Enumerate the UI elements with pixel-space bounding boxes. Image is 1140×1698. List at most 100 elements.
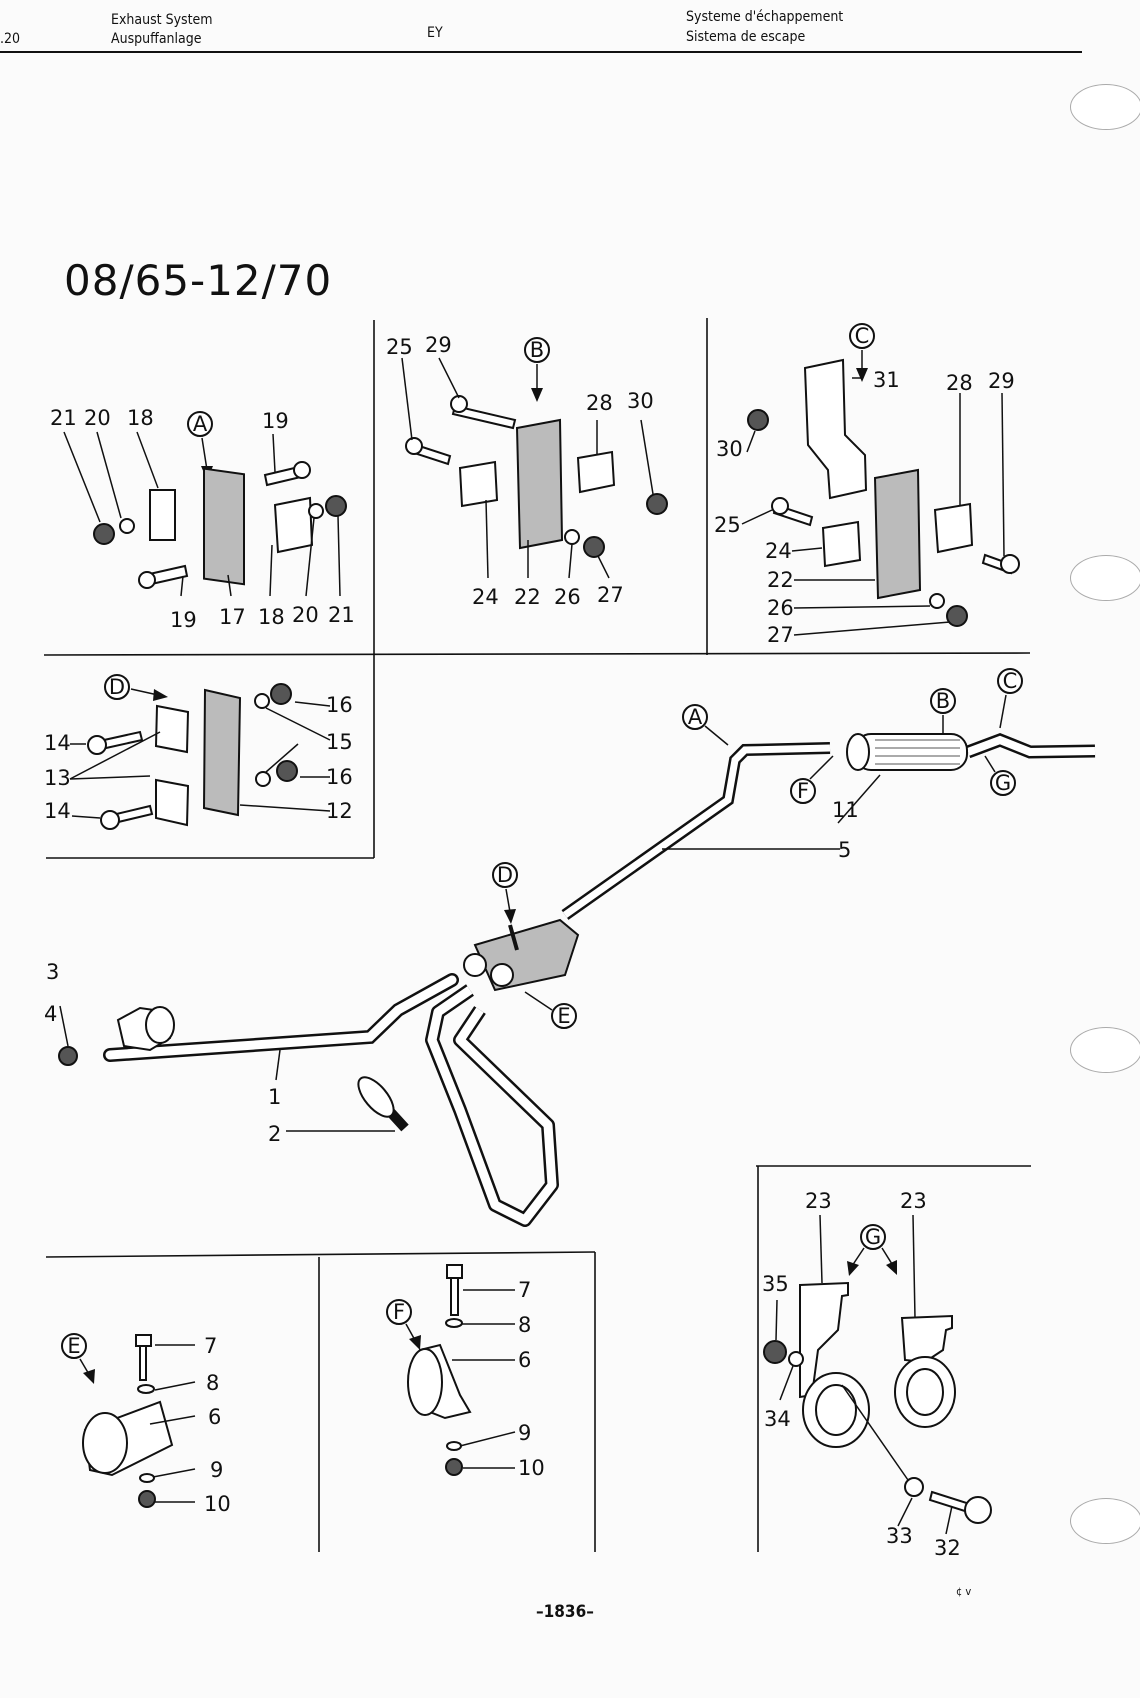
svg-text:16: 16 <box>326 765 353 789</box>
panel-b-parts <box>401 357 668 579</box>
callout-b-main: B <box>930 688 956 734</box>
callout-f-panel: F <box>386 1299 421 1350</box>
svg-text:A: A <box>688 705 703 729</box>
svg-text:20: 20 <box>292 603 319 627</box>
svg-text:F: F <box>797 779 809 803</box>
panel-e-labels: 7 8 6 9 10 <box>204 1334 231 1516</box>
punch-hole <box>1070 84 1140 130</box>
panel-d-labels: 16 14 15 13 16 14 12 <box>44 693 353 823</box>
svg-text:3: 3 <box>46 960 59 984</box>
main-labels: 5 11 3 4 1 2 <box>44 798 859 1146</box>
panel-frames <box>43 318 1031 1552</box>
svg-text:8: 8 <box>206 1371 219 1395</box>
panel-f-parts <box>407 1264 516 1476</box>
main-exhaust <box>58 733 1096 1227</box>
svg-text:33: 33 <box>886 1524 913 1548</box>
title-english: Exhaust System <box>111 12 213 28</box>
svg-text:G: G <box>995 771 1011 795</box>
callout-g-main: G <box>984 755 1016 796</box>
svg-text:18: 18 <box>127 406 154 430</box>
svg-text:E: E <box>557 1004 570 1028</box>
svg-text:6: 6 <box>518 1348 531 1372</box>
panel-d-parts <box>69 683 331 830</box>
svg-text:14: 14 <box>44 799 71 823</box>
header-rule <box>0 51 1082 53</box>
svg-text:22: 22 <box>514 585 541 609</box>
panel-g-labels: 23 23 35 34 33 32 <box>762 1189 961 1560</box>
svg-text:9: 9 <box>210 1458 223 1482</box>
svg-text:G: G <box>865 1225 881 1249</box>
svg-text:9: 9 <box>518 1421 531 1445</box>
svg-text:19: 19 <box>262 409 289 433</box>
svg-text:10: 10 <box>518 1456 545 1480</box>
section-code: EY <box>427 25 443 41</box>
title-french: Systeme d'échappement <box>686 9 844 25</box>
svg-text:27: 27 <box>767 623 794 647</box>
svg-text:20: 20 <box>84 406 111 430</box>
svg-text:28: 28 <box>586 391 613 415</box>
callout-d: D <box>104 674 168 701</box>
svg-text:5: 5 <box>838 838 851 862</box>
svg-text:16: 16 <box>326 693 353 717</box>
svg-text:8: 8 <box>518 1313 531 1337</box>
panel-g-parts <box>763 1214 992 1535</box>
date-range: 08/65-12/70 <box>64 256 333 305</box>
svg-text:27: 27 <box>597 583 624 607</box>
svg-text:31: 31 <box>873 368 900 392</box>
svg-text:29: 29 <box>988 369 1015 393</box>
svg-text:25: 25 <box>714 513 741 537</box>
svg-text:12: 12 <box>326 799 353 823</box>
panel-c-labels: 31 28 29 30 25 24 22 26 27 <box>714 368 1015 647</box>
svg-text:17: 17 <box>219 605 246 629</box>
panel-a-labels: 21 20 18 19 19 17 18 20 21 <box>50 406 355 632</box>
callout-f-main: F <box>790 755 834 804</box>
svg-text:25: 25 <box>386 335 413 359</box>
punch-hole <box>1070 1498 1140 1544</box>
punch-hole <box>1070 555 1140 601</box>
page-ref: .20 <box>0 31 21 47</box>
callout-d-main: D <box>492 862 518 924</box>
svg-text:24: 24 <box>765 539 792 563</box>
svg-text:E: E <box>67 1334 80 1358</box>
svg-text:11: 11 <box>832 798 859 822</box>
callout-b: B <box>524 337 550 402</box>
panel-f-labels: 7 8 6 9 10 <box>518 1278 545 1480</box>
page-number: –1836– <box>536 1602 594 1622</box>
svg-text:30: 30 <box>716 437 743 461</box>
svg-text:21: 21 <box>328 603 355 627</box>
panel-c-parts <box>741 358 1020 636</box>
svg-text:15: 15 <box>326 730 353 754</box>
svg-text:13: 13 <box>44 766 71 790</box>
svg-text:35: 35 <box>762 1272 789 1296</box>
svg-text:24: 24 <box>472 585 499 609</box>
svg-text:D: D <box>497 863 513 887</box>
svg-text:26: 26 <box>554 585 581 609</box>
svg-text:4: 4 <box>44 1002 57 1026</box>
callout-a-main: A <box>682 704 729 746</box>
svg-text:2: 2 <box>268 1122 281 1146</box>
svg-text:D: D <box>109 675 125 699</box>
svg-text:C: C <box>1003 669 1018 693</box>
svg-text:21: 21 <box>50 406 77 430</box>
corner-mark: ¢ v <box>956 1585 972 1598</box>
callout-e-main: E <box>524 991 577 1029</box>
svg-text:26: 26 <box>767 596 794 620</box>
svg-text:30: 30 <box>627 389 654 413</box>
panel-a-parts <box>63 431 347 597</box>
callout-e-panel: E <box>61 1333 95 1384</box>
callout-c: C <box>849 323 875 382</box>
svg-text:10: 10 <box>204 1492 231 1516</box>
svg-text:23: 23 <box>805 1189 832 1213</box>
svg-text:23: 23 <box>900 1189 927 1213</box>
svg-text:B: B <box>530 338 544 362</box>
title-spanish: Sistema de escape <box>686 29 806 45</box>
svg-text:19: 19 <box>170 608 197 632</box>
svg-text:22: 22 <box>767 568 794 592</box>
svg-text:29: 29 <box>425 333 452 357</box>
svg-text:32: 32 <box>934 1536 961 1560</box>
svg-text:B: B <box>936 689 950 713</box>
svg-text:28: 28 <box>946 371 973 395</box>
svg-text:6: 6 <box>208 1405 221 1429</box>
panel-b-labels: 25 29 28 30 24 22 26 27 <box>386 333 654 609</box>
